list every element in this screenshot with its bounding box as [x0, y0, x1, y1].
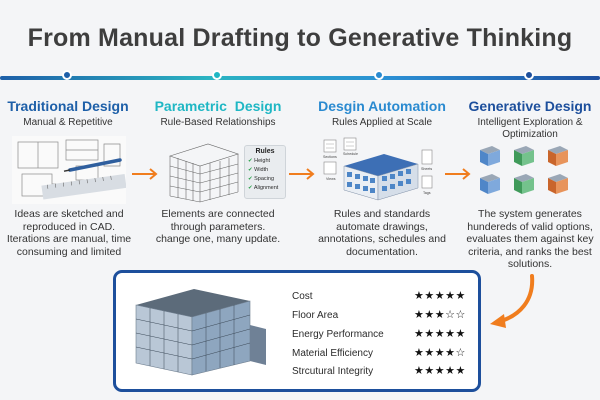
- timeline-marker-4: [524, 69, 534, 85]
- drafting-sketch-illustration: [12, 136, 126, 204]
- criteria-row-cost: Cost ★★★★★: [292, 290, 472, 305]
- criteria-label: Material Efficiency: [292, 348, 373, 359]
- stage-title: Traditional Design: [7, 98, 129, 114]
- star-rating: ★★★★★: [414, 328, 466, 340]
- criteria-row-structural: Strcutural Integrity ★★★★★: [292, 365, 472, 380]
- check-icon: ✔: [248, 158, 253, 164]
- timeline-marker-2: [212, 69, 222, 85]
- star-rating: ★★★☆☆: [414, 309, 466, 321]
- label-sheets: Sheets: [421, 167, 432, 171]
- rule-item: ✔ Width: [248, 167, 269, 173]
- rules-card: Rules ✔ Height ✔ Width ✔ Spacing ✔ Align…: [244, 145, 286, 199]
- stage-subtitle: Rule-Based Relationships: [160, 117, 276, 128]
- stage-title: Parametric Design: [154, 98, 282, 114]
- star-rating: ★★★★★: [414, 290, 466, 302]
- label-views: Views: [326, 177, 336, 181]
- rule-item: ✔ Height: [248, 158, 271, 164]
- arrow-right-icon: [445, 168, 471, 180]
- arrow-right-icon: [132, 168, 158, 180]
- stage-generative: Generative Design Intelligent Exploratio…: [460, 98, 600, 141]
- criteria-label: Cost: [292, 291, 313, 302]
- stage-description: Ideas are sketched and reproduced in CAD…: [6, 208, 132, 258]
- timeline-bar: [0, 76, 600, 80]
- rule-item: ✔ Spacing: [248, 176, 275, 182]
- building-render-illustration: [135, 289, 266, 376]
- label-sections: Sections: [323, 155, 337, 159]
- stage-subtitle: Rules Applied at Scale: [331, 117, 433, 128]
- building-options-grid-illustration: [480, 146, 568, 194]
- stage-title: Desgin Automation: [318, 98, 446, 114]
- criteria-row-material: Material Efficiency ★★★★☆: [292, 347, 472, 362]
- stage-description: Rules and standards automate drawings, a…: [318, 208, 446, 258]
- criteria-label: Strcutural Integrity: [292, 366, 374, 377]
- rule-item: ✔ Alignment: [248, 185, 279, 191]
- automation-building-illustration: Sections Schedule Views Sheets Tags: [323, 137, 432, 201]
- stage-description: The system generates hundereds of valid …: [466, 208, 594, 270]
- stage-description: Elements are connected through parameter…: [155, 208, 281, 245]
- check-icon: ✔: [248, 185, 253, 191]
- stage-subtitle: Intelligent Exploration & Optimization: [477, 117, 583, 140]
- stage-parametric: Parametric Design Rule-Based Relationshi…: [148, 98, 288, 129]
- timeline-marker-1: [62, 69, 72, 85]
- label-schedule: Schedule: [343, 152, 358, 156]
- check-icon: ✔: [248, 176, 253, 182]
- criteria-row-energy: Energy Performance ★★★★★: [292, 328, 472, 343]
- criteria-row-floor-area: Floor Area ★★★☆☆: [292, 309, 472, 324]
- criteria-label: Energy Performance: [292, 329, 384, 340]
- wireframe-building-illustration: [169, 143, 239, 203]
- star-rating: ★★★★☆: [414, 347, 466, 359]
- page-title: From Manual Drafting to Generative Think…: [27, 24, 573, 52]
- curved-arrow-icon: [490, 274, 535, 328]
- stage-title: Generative Design: [468, 98, 592, 114]
- rules-list: ✔ Height ✔ Width ✔ Spacing ✔ Alignment: [248, 157, 282, 193]
- star-rating: ★★★★★: [414, 365, 466, 377]
- stage-subtitle: Manual & Repetitive: [23, 117, 113, 128]
- criteria-label: Floor Area: [292, 310, 339, 321]
- label-tags: Tags: [423, 191, 431, 195]
- evaluation-panel: Cost ★★★★★ Floor Area ★★★☆☆ Energy Perfo…: [113, 270, 481, 392]
- timeline-marker-3: [374, 69, 384, 85]
- rules-card-title: Rules: [255, 148, 275, 155]
- arrow-right-icon: [289, 168, 315, 180]
- stage-traditional: Traditional Design Manual & Repetitive: [0, 98, 138, 129]
- check-icon: ✔: [248, 167, 253, 173]
- stage-automation: Desgin Automation Rules Applied at Scale: [312, 98, 452, 129]
